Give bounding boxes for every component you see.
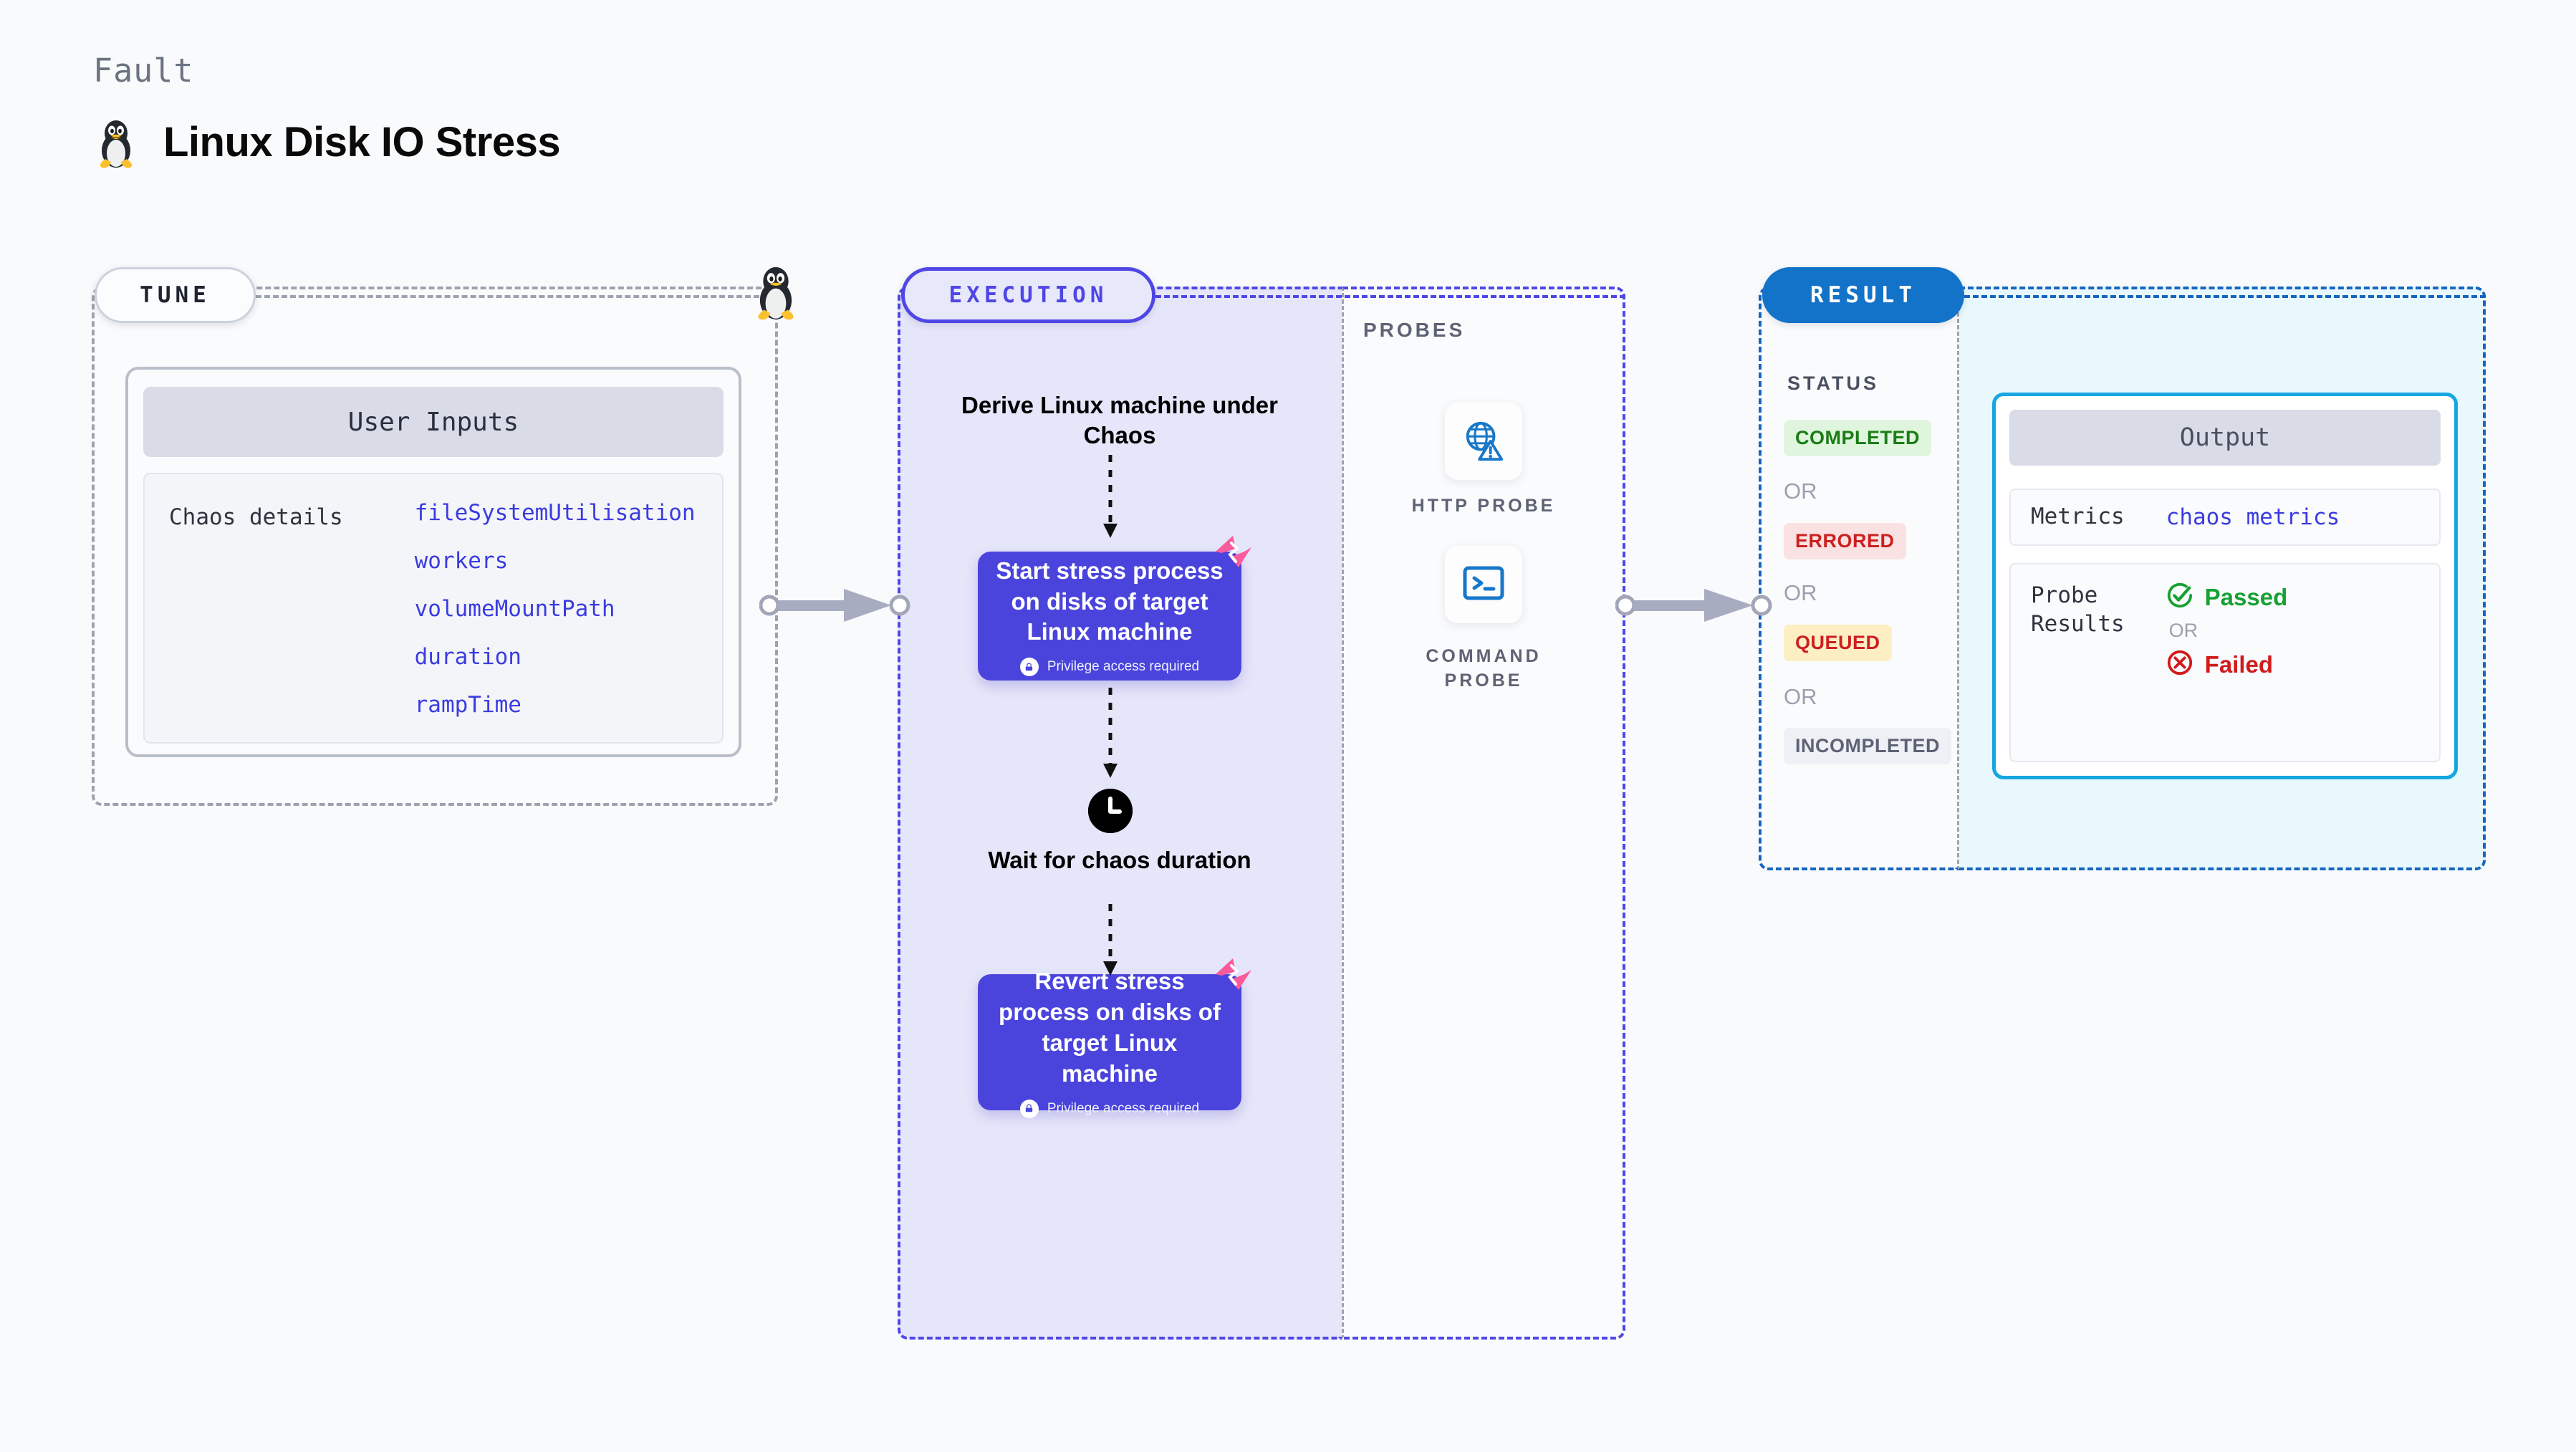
execution-step-wait-label: Wait for chaos duration	[988, 847, 1251, 873]
result-panel	[1759, 287, 1959, 870]
probe-result-or: OR	[2168, 620, 2198, 641]
tune-input-ramptime[interactable]: rampTime	[414, 692, 522, 718]
output-metrics-key: Metrics	[2031, 504, 2125, 530]
probe-tile-http[interactable]	[1445, 403, 1522, 480]
probe-result-failed-label: Failed	[2204, 650, 2274, 678]
status-badge-errored: ERRORED	[1784, 523, 1906, 559]
chaos-details-label: Chaos details	[169, 504, 343, 530]
execution-arrow-1	[1103, 455, 1118, 538]
lock-icon	[1019, 658, 1039, 677]
status-badge-queued: QUEUED	[1784, 625, 1892, 661]
stage-pill-result[interactable]: RESULT	[1762, 267, 1964, 323]
tune-input-filesystemutilisation[interactable]: fileSystemUtilisation	[414, 500, 696, 526]
status-or-1: OR	[1784, 479, 1817, 504]
tune-pill-connector	[256, 295, 768, 298]
lock-icon	[1019, 1099, 1039, 1118]
execution-step-revert-stress-label: Revert stress process on disks of target…	[999, 968, 1221, 1087]
execution-step-start-stress-label: Start stress process on disks of target …	[996, 557, 1224, 645]
privilege-note-revert: Privilege access required	[1019, 1099, 1200, 1118]
probe-result-failed: Failed	[2166, 649, 2288, 680]
execution-arrow-3	[1103, 904, 1118, 976]
chaos-badge-icon-revert	[1216, 958, 1251, 990]
privilege-note-start-label: Privilege access required	[1047, 659, 1200, 675]
page-title: Linux Disk IO Stress	[163, 118, 561, 165]
probe-result-passed-label: Passed	[2204, 583, 2288, 610]
output-card-header: Output	[2009, 410, 2441, 466]
chaos-details-values: fileSystemUtilisation workers volumeMoun…	[415, 500, 696, 742]
output-metrics-value[interactable]: chaos metrics	[2166, 504, 2340, 530]
connector-execution-to-result	[1615, 589, 1772, 622]
result-pill-connector	[1964, 295, 2486, 298]
chaos-details-row: Chaos details fileSystemUtilisation work…	[143, 473, 724, 744]
execution-pill-connector	[1155, 295, 1625, 298]
privilege-note-revert-label: Privilege access required	[1047, 1100, 1200, 1116]
status-badge-incompleted: INCOMPLETED	[1784, 728, 1952, 764]
stage-pill-execution[interactable]: EXECUTION	[901, 267, 1155, 323]
user-inputs-header: User Inputs	[143, 387, 724, 457]
tune-input-workers[interactable]: workers	[414, 548, 509, 574]
linux-penguin-icon	[93, 115, 139, 169]
probe-result-passed: Passed	[2166, 582, 2288, 612]
tune-linux-penguin-icon	[750, 261, 802, 324]
execution-arrow-2	[1103, 688, 1118, 778]
status-or-3: OR	[1784, 684, 1817, 709]
tune-input-volumemountpath[interactable]: volumeMountPath	[414, 596, 615, 622]
globe-warning-icon	[1461, 418, 1506, 466]
tune-input-duration[interactable]: duration	[414, 644, 522, 670]
status-badge-completed: COMPLETED	[1784, 420, 1932, 456]
output-row-probe-results: Probe Results Passed OR	[2009, 563, 2441, 762]
connector-tune-to-execution	[759, 589, 910, 622]
probe-tile-command[interactable]	[1445, 546, 1522, 623]
probe-label-http: HTTP PROBE	[1411, 496, 1556, 516]
page-eyebrow: Fault	[93, 52, 194, 90]
probe-label-command: COMMAND PROBE	[1426, 646, 1542, 691]
privilege-note-start: Privilege access required	[1019, 658, 1200, 677]
page-title-row: Linux Disk IO Stress	[93, 115, 561, 169]
stage-pill-tune[interactable]: TUNE	[95, 267, 256, 323]
output-probe-results-key: Probe Results	[2031, 582, 2125, 637]
command-terminal-icon	[1462, 564, 1505, 606]
clock-icon	[1088, 789, 1133, 833]
output-row-metrics: Metrics chaos metrics	[2009, 489, 2441, 546]
probes-section-label: PROBES	[1363, 319, 1466, 341]
status-or-2: OR	[1784, 580, 1817, 605]
status-section-label: STATUS	[1787, 372, 1879, 394]
chaos-badge-icon-start	[1216, 536, 1251, 567]
execution-step-derive-label: Derive Linux machine under Chaos	[961, 392, 1278, 449]
x-circle-icon	[2166, 649, 2193, 680]
output-probe-results-values: Passed OR Failed	[2166, 582, 2288, 744]
execution-step-revert-stress-box[interactable]: Revert stress process on disks of target…	[978, 968, 1241, 1118]
check-circle-icon	[2166, 582, 2193, 612]
execution-step-start-stress-box[interactable]: Start stress process on disks of target …	[978, 552, 1241, 681]
